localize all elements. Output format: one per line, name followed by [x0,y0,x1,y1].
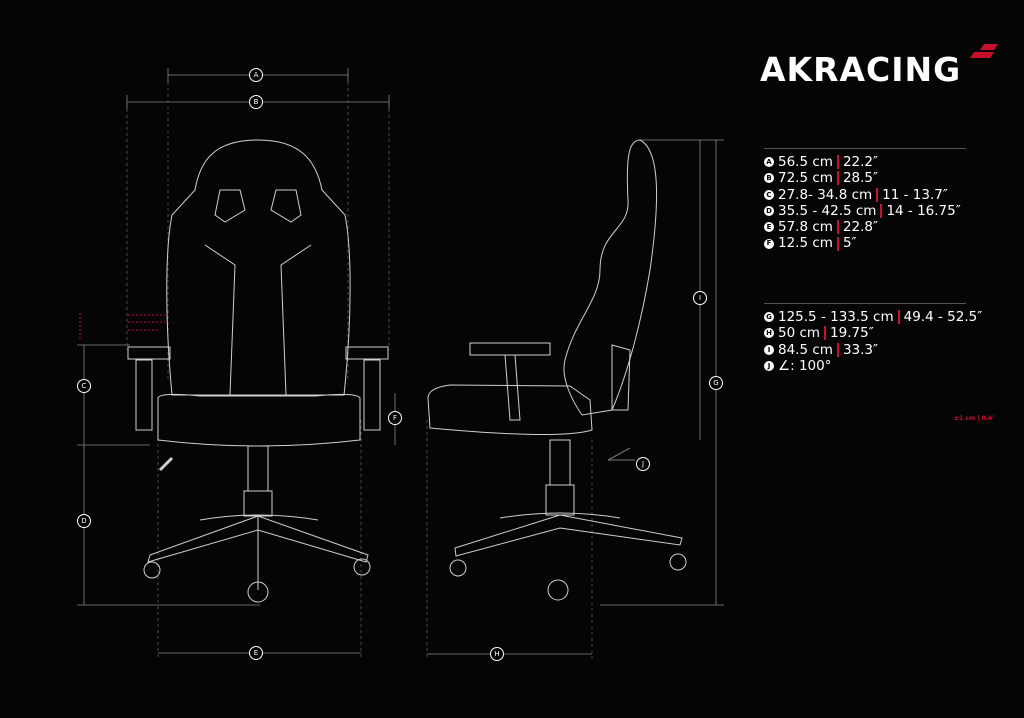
divider [764,303,966,304]
brand-logo: AKRACING [760,50,962,89]
dimension-label-i: I [693,291,707,305]
spec-metric: 72.5 cm [778,170,833,187]
spec-metric: 27.8- 34.8 cm [778,186,873,203]
spec-letter-badge: I [764,344,774,355]
spec-row: J ∠: 100° [764,358,982,374]
spec-metric: 56.5 cm [778,154,833,170]
spec-letter-badge: H [764,328,774,339]
spec-metric: 35.5 - 42.5 cm [778,202,877,219]
spec-imperial: 49.4 - 52.5″ [903,309,983,325]
spec-imperial: 33.3″ [842,341,879,358]
spec-letter-badge: D [764,206,774,217]
spec-separator [824,326,827,341]
dimension-label-a: A [249,68,263,82]
spec-separator [836,171,839,186]
dimension-label-c: C [77,379,91,393]
spec-imperial: 22.2″ [842,154,879,170]
red-adjust-marks [79,313,165,340]
spec-row: G 125.5 - 133.5 cm 49.4 - 52.5″ [764,309,982,325]
dimension-label-j: J [636,457,650,471]
spec-imperial: 19.75″ [830,325,874,342]
spec-row: D 35.5 - 42.5 cm 14 - 16.75″ [764,203,961,219]
spec-metric: 84.5 cm [778,341,833,358]
spec-letter-badge: J [764,361,774,372]
spec-metric: 50 cm [778,325,821,342]
dimension-label-d: D [77,514,91,528]
front-view-chair [127,139,389,603]
dimension-label-f: F [388,411,402,425]
spec-separator [880,204,883,219]
spec-row: H 50 cm 19.75″ [764,325,982,341]
spec-imperial: 28.5″ [842,170,879,187]
extension-lines [126,82,593,660]
spec-row: B 72.5 cm 28.5″ [764,170,961,186]
spec-metric: ∠: 100° [778,357,832,374]
spec-row: A 56.5 cm 22.2″ [764,154,961,170]
spec-letter-badge: A [764,157,774,168]
spec-imperial: 11 - 13.7″ [882,186,948,203]
dimension-lines [77,68,724,655]
spec-separator [897,310,900,325]
spec-row: C 27.8- 34.8 cm 11 - 13.7″ [764,187,961,203]
spec-letter-badge: G [764,312,774,323]
spec-row: E 57.8 cm 22.8″ [764,219,961,235]
spec-metric: 125.5 - 133.5 cm [778,309,894,325]
tolerance-note: ±1 cm | 0.4″ [954,415,995,422]
spec-separator [836,220,839,235]
spec-separator [876,187,879,202]
side-view-chair [427,139,687,601]
spec-letter-badge: E [764,222,774,233]
dimension-label-e: E [249,646,263,660]
spec-list-side: G 125.5 - 133.5 cm 49.4 - 52.5″ H 50 cm 19.75… [764,309,982,374]
logo-flag-icon [970,44,998,58]
spec-metric: 57.8 cm [778,219,833,236]
spec-letter-badge: B [764,173,774,184]
spec-letter-badge: F [764,238,774,249]
spec-row: I 84.5 cm 33.3″ [764,342,982,358]
dimension-label-g: G [709,376,723,390]
dimension-label-h: H [490,647,504,661]
spec-separator [836,155,839,170]
spec-imperial: 14 - 16.75″ [886,202,961,219]
spec-imperial: 22.8″ [842,219,879,236]
spec-list-front: A 56.5 cm 22.2″ B 72.5 cm 28.5″ C 27.8- 34.8 cm… [764,154,961,252]
spec-row: F 12.5 cm 5″ [764,235,961,251]
dimension-label-b: B [249,95,263,109]
divider [764,148,966,149]
spec-letter-badge: C [764,189,774,200]
spec-imperial: 5″ [842,235,857,252]
spec-metric: 12.5 cm [778,235,833,252]
spec-separator [836,236,839,251]
spec-separator [836,342,839,357]
